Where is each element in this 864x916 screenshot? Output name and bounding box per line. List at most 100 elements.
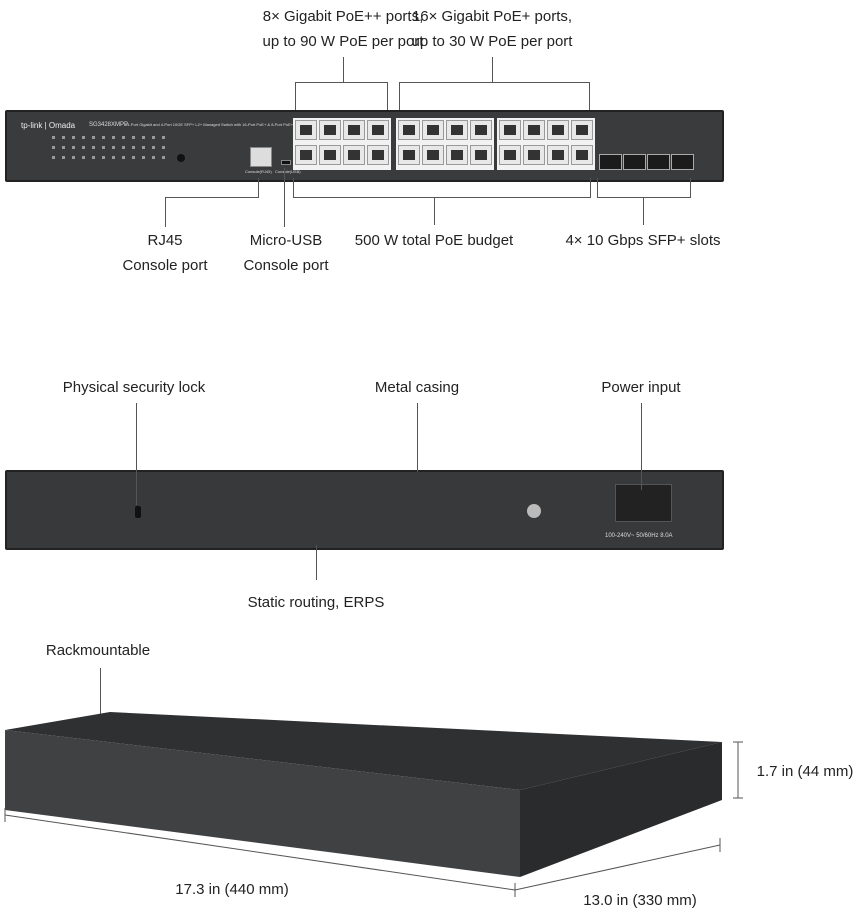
led-indicator bbox=[82, 156, 85, 159]
ethernet-port bbox=[343, 145, 365, 165]
leader-line bbox=[399, 82, 590, 83]
leader-line bbox=[295, 82, 388, 83]
led-indicator bbox=[92, 146, 95, 149]
leader-line bbox=[165, 197, 166, 227]
ethernet-port bbox=[367, 145, 389, 165]
security-lock-slot bbox=[135, 506, 141, 518]
callout-sfp: 4× 10 Gbps SFP+ slots bbox=[565, 232, 721, 249]
led-indicator bbox=[52, 146, 55, 149]
leader-line bbox=[641, 403, 642, 490]
ethernet-port bbox=[343, 120, 365, 140]
callout-metal-casing: Metal casing bbox=[374, 379, 460, 396]
led-indicator bbox=[152, 156, 155, 159]
leader-line bbox=[100, 668, 101, 718]
led-indicator bbox=[52, 156, 55, 159]
callout-poe-budget: 500 W total PoE budget bbox=[354, 232, 514, 249]
led-indicator bbox=[62, 136, 65, 139]
leader-line bbox=[399, 82, 400, 120]
leader-line bbox=[293, 178, 294, 198]
leader-line bbox=[417, 403, 418, 472]
led-indicator bbox=[52, 136, 55, 139]
led-indicator bbox=[132, 156, 135, 159]
ethernet-port bbox=[523, 145, 545, 165]
ethernet-port bbox=[295, 120, 317, 140]
brand-logo: tp-link | Omada bbox=[21, 121, 76, 130]
callout-line: 16× Gigabit PoE+ ports, bbox=[411, 8, 573, 25]
ethernet-port bbox=[470, 120, 492, 140]
led-indicator bbox=[162, 146, 165, 149]
ethernet-port bbox=[470, 145, 492, 165]
power-socket bbox=[615, 484, 672, 522]
leader-line bbox=[295, 82, 296, 120]
led-indicator bbox=[132, 146, 135, 149]
leader-line bbox=[258, 178, 259, 198]
ethernet-port bbox=[547, 145, 569, 165]
ethernet-port bbox=[499, 120, 521, 140]
ethernet-port bbox=[367, 120, 389, 140]
ethernet-port bbox=[398, 120, 420, 140]
led-indicator bbox=[112, 156, 115, 159]
model-description: 24-Port Gigabit and 4-Port 10GE SFP+ L2+… bbox=[125, 122, 296, 127]
led-indicator bbox=[82, 146, 85, 149]
led-indicator bbox=[82, 136, 85, 139]
callout-routing: Static routing, ERPS bbox=[247, 594, 385, 611]
reset-button bbox=[177, 154, 185, 162]
ethernet-port bbox=[571, 145, 593, 165]
leader-line bbox=[165, 197, 259, 198]
leader-line bbox=[590, 178, 591, 198]
callout-line: up to 30 W PoE per port bbox=[411, 33, 573, 50]
callout-rackmount: Rackmountable bbox=[45, 642, 151, 659]
led-indicator bbox=[112, 136, 115, 139]
leader-line bbox=[316, 545, 317, 580]
led-indicator bbox=[72, 156, 75, 159]
leader-line bbox=[343, 57, 344, 82]
rear-panel: 100-240V~ 50/60Hz 8.0A bbox=[5, 470, 724, 550]
leader-line bbox=[643, 197, 644, 225]
rj45-console-port bbox=[250, 147, 272, 167]
ethernet-port bbox=[295, 145, 317, 165]
ethernet-port bbox=[398, 145, 420, 165]
callout-poe-plus-plus: 8× Gigabit PoE++ ports,up to 90 W PoE pe… bbox=[263, 4, 424, 54]
dimension-height: 1.7 in (44 mm) bbox=[756, 763, 854, 780]
led-indicator bbox=[62, 146, 65, 149]
leader-line bbox=[434, 197, 435, 225]
ethernet-port bbox=[499, 145, 521, 165]
console-rj45-label: Console(RJ45) bbox=[245, 169, 272, 174]
ethernet-port bbox=[523, 120, 545, 140]
led-indicator bbox=[122, 136, 125, 139]
sfp-slot bbox=[671, 154, 694, 170]
led-indicator bbox=[162, 136, 165, 139]
top-face bbox=[5, 712, 722, 790]
leader-line bbox=[284, 168, 285, 227]
front-panel: tp-link | Omada SG3428XMPP 24-Port Gigab… bbox=[5, 110, 724, 182]
sfp-slot bbox=[623, 154, 646, 170]
led-indicator bbox=[72, 146, 75, 149]
ethernet-port bbox=[319, 145, 341, 165]
leader-line bbox=[387, 82, 388, 120]
callout-line: RJ45 bbox=[147, 232, 183, 249]
leader-line bbox=[136, 403, 137, 505]
side-face bbox=[520, 742, 722, 877]
led-indicator bbox=[102, 146, 105, 149]
led-indicator bbox=[102, 156, 105, 159]
front-face bbox=[5, 730, 520, 877]
led-indicator bbox=[112, 146, 115, 149]
ethernet-port bbox=[446, 145, 468, 165]
ethernet-port bbox=[571, 120, 593, 140]
callout-line: Console port bbox=[243, 257, 329, 274]
ethernet-port bbox=[422, 120, 444, 140]
leader-line bbox=[492, 57, 493, 82]
ethernet-port bbox=[547, 120, 569, 140]
sfp-slot bbox=[647, 154, 670, 170]
callout-line: Console port bbox=[122, 257, 208, 274]
callout-poe-plus: 16× Gigabit PoE+ ports, up to 30 W PoE pe… bbox=[412, 4, 573, 54]
model-number: SG3428XMPP bbox=[89, 122, 129, 128]
led-indicator bbox=[122, 156, 125, 159]
led-indicator bbox=[92, 136, 95, 139]
ethernet-port bbox=[446, 120, 468, 140]
callout-security-lock: Physical security lock bbox=[62, 379, 206, 396]
led-indicator bbox=[72, 136, 75, 139]
callout-line: 8× Gigabit PoE++ ports, bbox=[262, 8, 424, 25]
